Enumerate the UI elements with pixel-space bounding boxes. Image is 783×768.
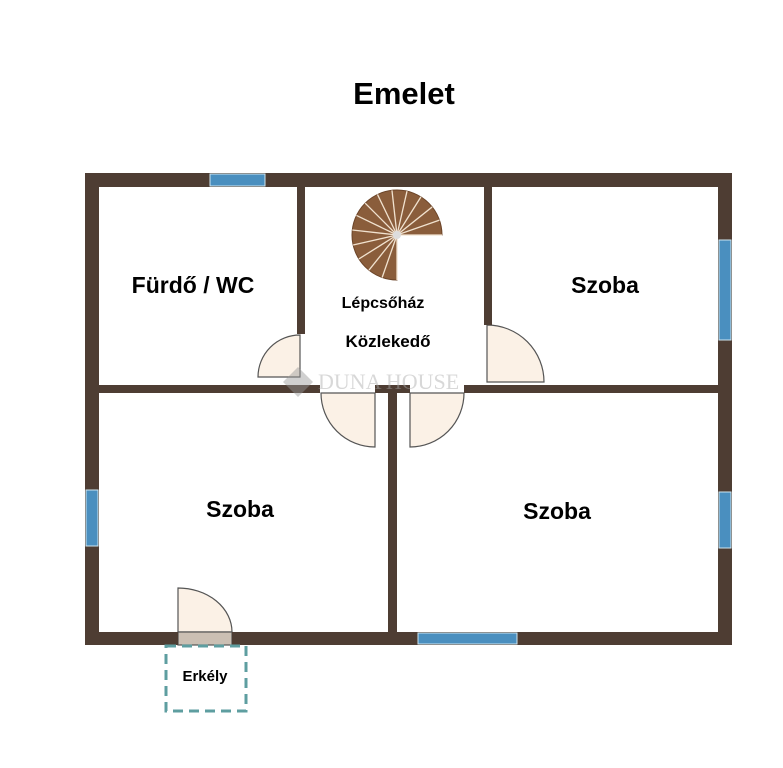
door-room-bottom-right xyxy=(409,392,465,448)
room-label-stairs: Lépcsőház xyxy=(342,295,425,312)
door-bathroom xyxy=(257,334,301,378)
balcony-outline xyxy=(164,644,248,713)
watermark-text: DUNA HOUSE xyxy=(318,369,459,394)
window xyxy=(718,239,732,341)
window xyxy=(718,491,732,549)
room-label-hall: Közlekedő xyxy=(345,332,430,351)
door-room-top-right xyxy=(486,324,545,383)
doors xyxy=(177,324,545,646)
walls xyxy=(85,173,732,645)
window xyxy=(417,632,518,645)
room-label-bottom-right: Szoba xyxy=(523,498,591,524)
watermark-logo: DUNA HOUSE xyxy=(283,367,459,397)
window xyxy=(85,489,99,547)
windows xyxy=(85,173,732,645)
door-balcony xyxy=(177,587,233,633)
door-room-bottom-left xyxy=(320,392,376,448)
room-label-bottom-left: Szoba xyxy=(206,496,274,522)
spiral-staircase-icon xyxy=(351,189,443,281)
room-label-balcony: Erkély xyxy=(182,668,228,685)
room-label-top-right: Szoba xyxy=(571,272,639,298)
room-label-bathroom: Fürdő / WC xyxy=(132,272,255,298)
window xyxy=(209,173,266,187)
floor-title: Emelet xyxy=(353,76,455,111)
